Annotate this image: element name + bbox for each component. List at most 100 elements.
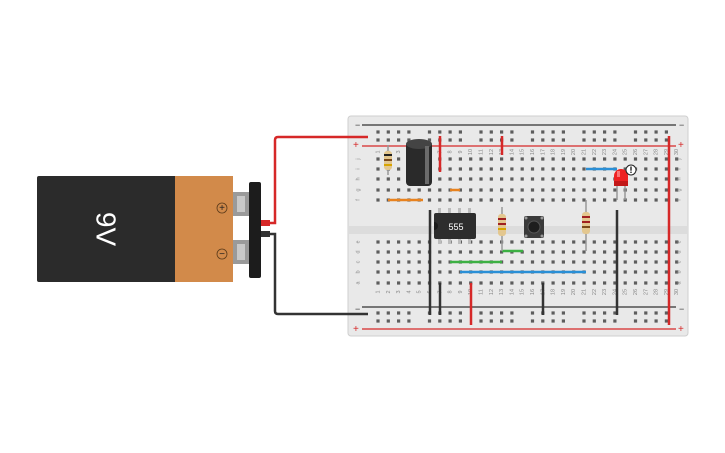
terminal-hole[interactable]: [530, 198, 535, 202]
terminal-hole[interactable]: [520, 260, 524, 264]
terminal-hole[interactable]: [541, 177, 545, 181]
rail-hole[interactable]: [551, 138, 555, 142]
terminal-hole[interactable]: [623, 270, 627, 274]
terminal-hole[interactable]: [561, 157, 565, 161]
terminal-hole[interactable]: [613, 270, 617, 274]
terminal-hole[interactable]: [530, 240, 535, 244]
terminal-hole[interactable]: [664, 188, 668, 192]
terminal-hole[interactable]: [489, 188, 493, 192]
terminal-hole[interactable]: [397, 167, 401, 171]
terminal-hole[interactable]: [592, 250, 596, 254]
rail-hole[interactable]: [644, 130, 648, 134]
rail-hole[interactable]: [664, 311, 668, 315]
terminal-hole[interactable]: [520, 177, 524, 181]
terminal-hole[interactable]: [644, 260, 648, 264]
rail-hole[interactable]: [458, 319, 462, 323]
terminal-hole[interactable]: [654, 167, 658, 171]
terminal-hole[interactable]: [510, 157, 514, 161]
terminal-hole[interactable]: [541, 260, 545, 264]
terminal-hole[interactable]: [592, 157, 596, 161]
terminal-hole[interactable]: [386, 250, 390, 254]
terminal-hole[interactable]: [458, 177, 462, 181]
rail-hole[interactable]: [654, 138, 658, 142]
terminal-hole[interactable]: [654, 177, 658, 181]
terminal-hole[interactable]: [603, 188, 607, 192]
terminal-hole[interactable]: [479, 167, 483, 171]
rail-hole[interactable]: [654, 311, 658, 315]
terminal-hole[interactable]: [376, 260, 380, 264]
terminal-hole[interactable]: [520, 240, 524, 244]
terminal-hole[interactable]: [644, 157, 648, 161]
terminal-hole[interactable]: [376, 270, 380, 274]
terminal-hole[interactable]: [613, 260, 617, 264]
rail-hole[interactable]: [510, 138, 514, 142]
terminal-hole[interactable]: [448, 177, 452, 181]
terminal-hole[interactable]: [458, 188, 462, 192]
terminal-hole[interactable]: [541, 157, 545, 161]
terminal-hole[interactable]: [613, 250, 617, 254]
terminal-hole[interactable]: [644, 250, 648, 254]
terminal-hole[interactable]: [561, 250, 565, 254]
terminal-hole[interactable]: [448, 167, 452, 171]
terminal-hole[interactable]: [458, 157, 462, 161]
terminal-hole[interactable]: [520, 188, 524, 192]
terminal-hole[interactable]: [458, 198, 462, 202]
terminal-hole[interactable]: [603, 260, 607, 264]
terminal-hole[interactable]: [623, 281, 627, 285]
terminal-hole[interactable]: [479, 281, 483, 285]
terminal-hole[interactable]: [644, 270, 648, 274]
terminal-hole[interactable]: [417, 281, 421, 285]
terminal-hole[interactable]: [582, 167, 586, 171]
terminal-hole[interactable]: [613, 198, 617, 202]
rail-hole[interactable]: [603, 130, 607, 134]
terminal-hole[interactable]: [572, 157, 576, 161]
terminal-hole[interactable]: [561, 198, 565, 202]
terminal-hole[interactable]: [582, 157, 586, 161]
terminal-hole[interactable]: [675, 240, 679, 244]
terminal-hole[interactable]: [489, 157, 493, 161]
terminal-hole[interactable]: [654, 188, 658, 192]
terminal-hole[interactable]: [561, 281, 565, 285]
terminal-hole[interactable]: [386, 281, 390, 285]
terminal-hole[interactable]: [675, 270, 679, 274]
terminal-hole[interactable]: [664, 198, 668, 202]
terminal-hole[interactable]: [469, 167, 473, 171]
terminal-hole[interactable]: [376, 240, 380, 244]
battery-negative-wire[interactable]: [267, 232, 368, 316]
terminal-hole[interactable]: [675, 177, 679, 181]
terminal-hole[interactable]: [427, 188, 432, 192]
rail-hole[interactable]: [500, 311, 504, 315]
terminal-hole[interactable]: [603, 270, 607, 274]
rail-hole[interactable]: [479, 130, 483, 134]
resistor-left[interactable]: [384, 145, 392, 175]
rail-hole[interactable]: [510, 311, 514, 315]
rail-hole[interactable]: [407, 130, 411, 134]
ic-555-chip[interactable]: 555: [434, 208, 476, 244]
terminal-hole[interactable]: [386, 177, 390, 181]
rail-hole[interactable]: [397, 130, 401, 134]
terminal-hole[interactable]: [654, 281, 658, 285]
terminal-hole[interactable]: [397, 260, 401, 264]
terminal-hole[interactable]: [458, 250, 462, 254]
rail-hole[interactable]: [376, 311, 380, 315]
terminal-hole[interactable]: [572, 167, 576, 171]
terminal-hole[interactable]: [675, 281, 679, 285]
terminal-hole[interactable]: [644, 167, 648, 171]
rail-hole[interactable]: [500, 319, 504, 323]
terminal-hole[interactable]: [397, 270, 401, 274]
rail-hole[interactable]: [561, 130, 565, 134]
warning-icon[interactable]: [625, 164, 637, 176]
terminal-hole[interactable]: [592, 270, 596, 274]
terminal-hole[interactable]: [438, 177, 442, 181]
terminal-hole[interactable]: [633, 198, 638, 202]
terminal-hole[interactable]: [438, 260, 442, 264]
terminal-hole[interactable]: [417, 270, 421, 274]
rail-hole[interactable]: [633, 319, 638, 323]
terminal-hole[interactable]: [407, 240, 411, 244]
terminal-hole[interactable]: [561, 260, 565, 264]
rail-hole[interactable]: [582, 130, 586, 134]
rail-hole[interactable]: [438, 319, 442, 323]
rail-hole[interactable]: [510, 319, 514, 323]
terminal-hole[interactable]: [376, 157, 380, 161]
rail-hole[interactable]: [561, 138, 565, 142]
